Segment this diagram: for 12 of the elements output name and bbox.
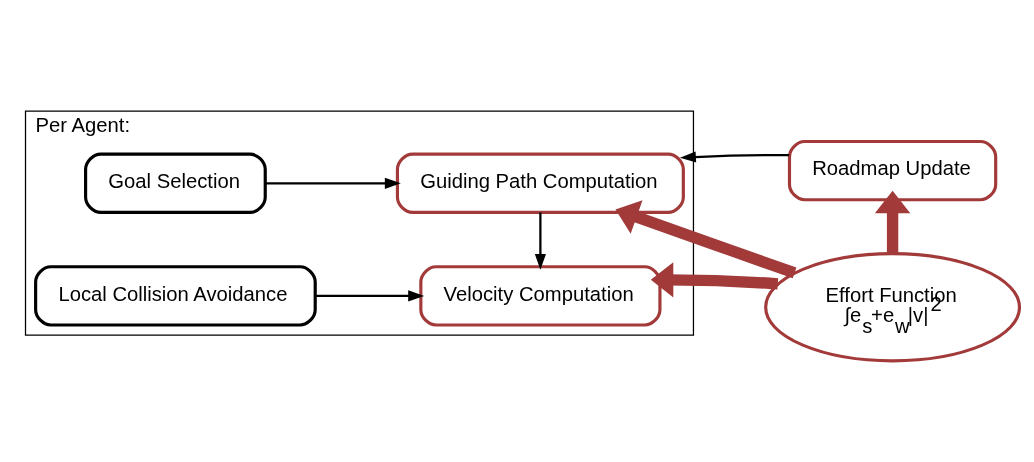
arrow — [679, 151, 789, 163]
arrow — [614, 200, 796, 279]
node-box: Velocity Computation — [418, 265, 661, 327]
arrow — [264, 177, 401, 189]
arrow — [650, 262, 778, 298]
arrow — [874, 190, 910, 254]
node-box: Guiding Path Computation — [395, 152, 685, 214]
node-box: Roadmap Update — [787, 139, 997, 202]
node-box: Goal Selection — [83, 152, 267, 214]
arrow — [534, 212, 546, 270]
node-box: Local Collision Avoidance — [33, 265, 317, 327]
arrow — [314, 290, 424, 302]
